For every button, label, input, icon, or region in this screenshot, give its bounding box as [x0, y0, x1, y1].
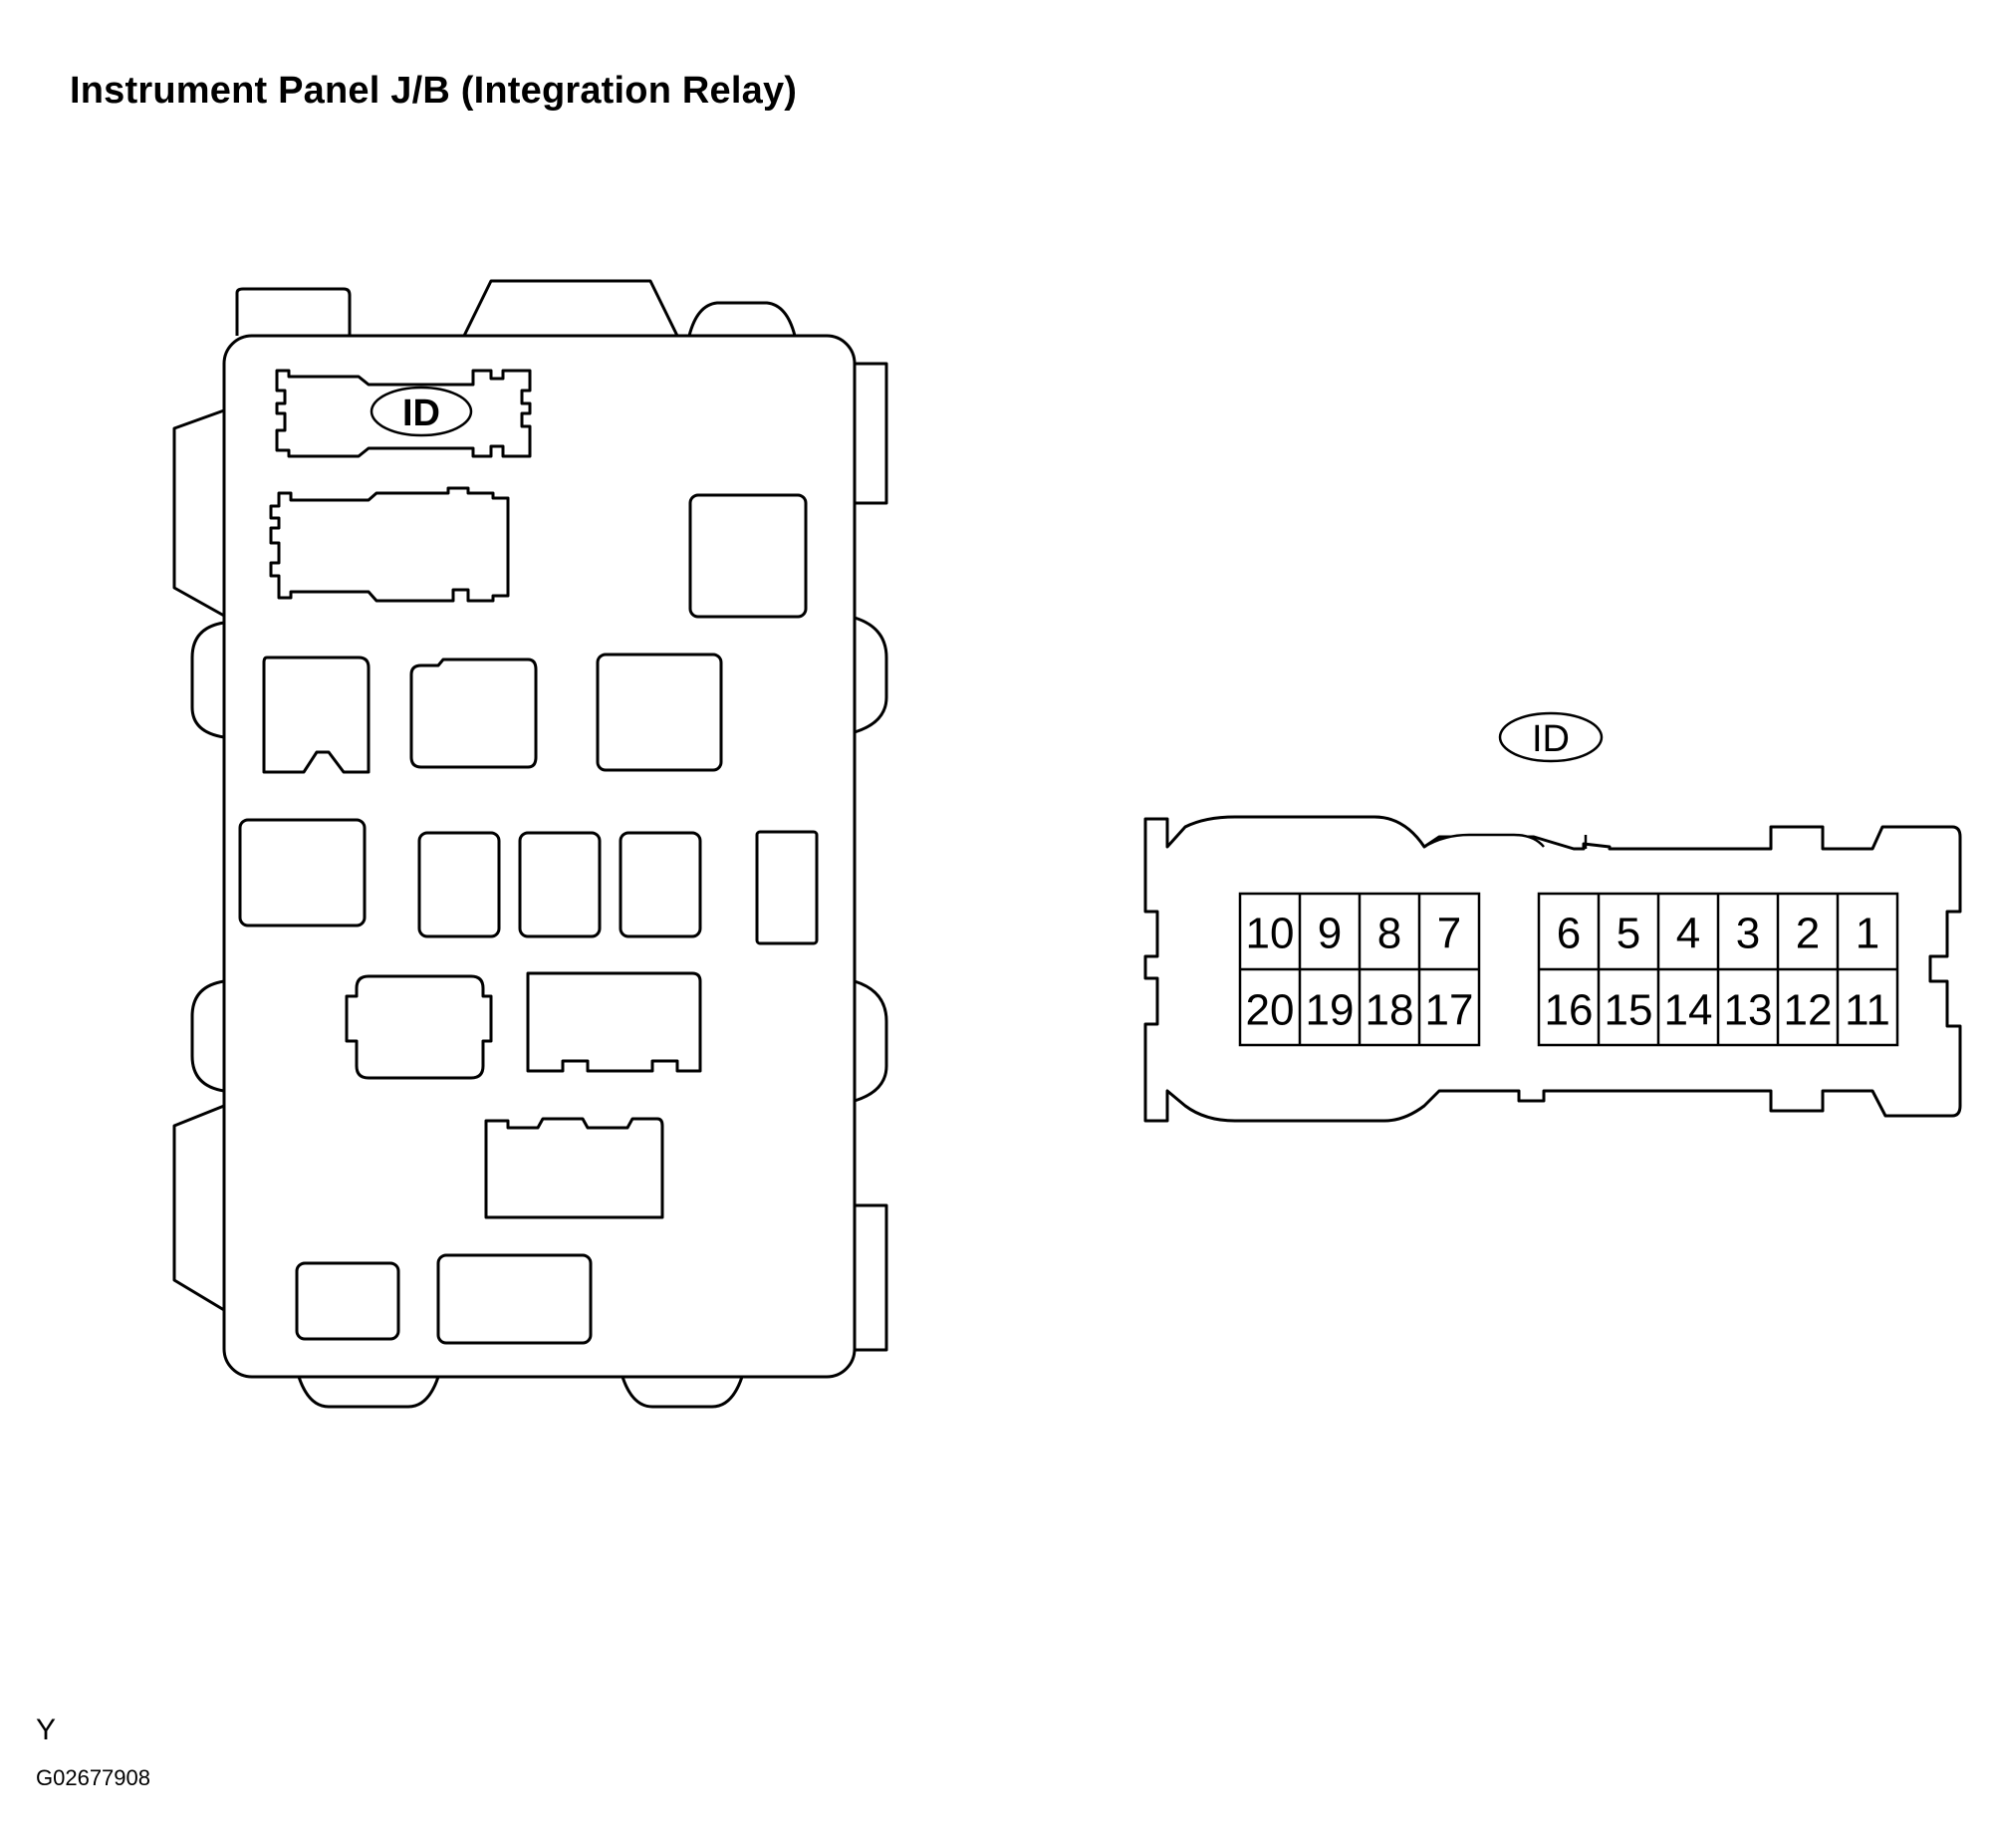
pin-label: 1 — [1856, 910, 1879, 958]
jb-slot-relay-6[interactable] — [484, 1117, 664, 1219]
pin-label: 17 — [1425, 986, 1474, 1035]
jb-slot-connector-2[interactable] — [269, 486, 510, 603]
pin-label: 10 — [1246, 910, 1295, 958]
jb-bottom-tab-left — [297, 1376, 440, 1409]
jb-top-tab-right — [687, 301, 797, 337]
jb-slot-relay-5[interactable] — [526, 971, 702, 1073]
jb-bottom-tab-right — [621, 1376, 744, 1409]
connector-face: ID 10 9 8 7 6 5 4 3 2 1 — [1143, 711, 1962, 1123]
view-code-label: Y — [36, 1714, 57, 1746]
pin-label: 15 — [1605, 986, 1653, 1035]
jb-id-label: ID — [402, 393, 440, 434]
diagram-title: Instrument Panel J/B (Integration Relay) — [70, 70, 798, 112]
pin-label: 7 — [1437, 910, 1461, 958]
jb-slot-relay-7[interactable] — [436, 1253, 593, 1345]
pin-label: 13 — [1724, 986, 1773, 1035]
figure-id-label: G02677908 — [36, 1765, 150, 1790]
jb-slot-fuse-6[interactable] — [295, 1261, 400, 1341]
jb-left-tab-3 — [190, 979, 225, 1093]
jb-left-tab-2 — [190, 621, 225, 739]
pin-label: 12 — [1784, 986, 1833, 1035]
pin-label: 9 — [1318, 910, 1342, 958]
jb-slot-fuse-4[interactable] — [619, 831, 702, 938]
pin-label: 3 — [1736, 910, 1760, 958]
pin-label: 8 — [1377, 910, 1401, 958]
jb-top-tab-center — [462, 279, 679, 337]
jb-slot-relay-right[interactable] — [688, 493, 808, 619]
pin-label: 14 — [1664, 986, 1713, 1035]
pin-label: 4 — [1676, 910, 1700, 958]
jb-right-tab-1 — [855, 362, 888, 505]
junction-block: ID — [172, 279, 888, 1409]
jb-right-tab-2 — [854, 616, 888, 734]
jb-slot-relay-3[interactable] — [596, 653, 723, 772]
jb-slot-fuse-2[interactable] — [417, 831, 501, 938]
connector-id-label: ID — [1532, 718, 1570, 760]
pin-label: 20 — [1246, 986, 1295, 1035]
jb-left-tab-4 — [172, 1104, 225, 1312]
pin-label: 2 — [1796, 910, 1820, 958]
connector-latch — [1423, 833, 1545, 849]
pin-label: 16 — [1545, 986, 1594, 1035]
pin-label: 18 — [1366, 986, 1414, 1035]
jb-slot-relay-2[interactable] — [409, 658, 538, 769]
jb-slot-fuse-5[interactable] — [755, 830, 819, 945]
jb-slot-fuse-1[interactable] — [238, 818, 367, 927]
pin-label: 11 — [1845, 986, 1890, 1035]
pin-label: 19 — [1306, 986, 1355, 1035]
pin-label: 6 — [1557, 910, 1581, 958]
jb-left-tab-1 — [172, 408, 225, 618]
jb-id-oval — [370, 386, 473, 437]
jb-right-tab-3 — [854, 979, 888, 1103]
jb-slot-fuse-3[interactable] — [518, 831, 602, 938]
pin-label: 5 — [1617, 910, 1640, 958]
jb-slot-relay-1[interactable] — [262, 656, 371, 774]
connector-id-oval — [1498, 711, 1604, 763]
jb-right-tab-4 — [855, 1203, 888, 1352]
jb-slot-relay-4[interactable] — [345, 974, 493, 1080]
pin-grid — [1238, 892, 1899, 1047]
jb-top-tab-left — [235, 287, 352, 336]
